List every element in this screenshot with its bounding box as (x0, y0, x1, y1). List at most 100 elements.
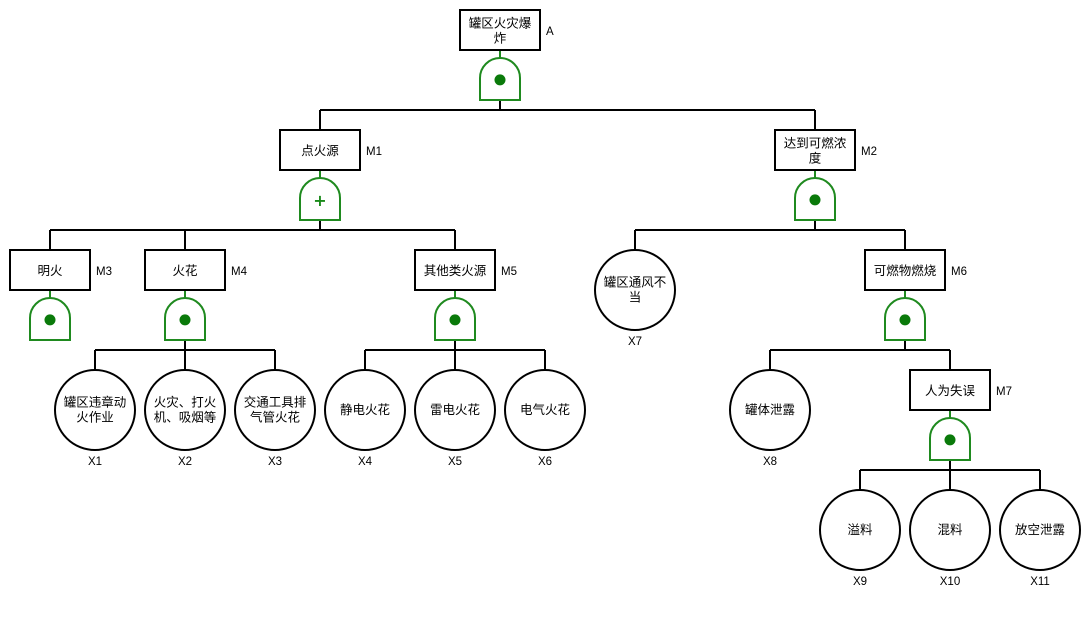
gate-dot (494, 74, 506, 86)
basic-event-x10[interactable]: 混料 X10 (909, 489, 991, 588)
and-gate-icon (164, 297, 206, 341)
event-label: 火灾、打火 (154, 395, 217, 410)
event-id-label: X10 (940, 576, 960, 588)
basic-event-x5[interactable]: 雷电火花 X5 (414, 369, 496, 468)
event-label: 火花 (172, 263, 197, 278)
event-id-label: X5 (448, 456, 462, 468)
event-label: 罐区火灾爆 (469, 16, 532, 31)
basic-event-circle (819, 489, 901, 571)
and-gate-icon (794, 177, 836, 221)
event-box (279, 129, 361, 171)
basic-event-x11[interactable]: 放空泄露 X11 (999, 489, 1081, 588)
event-box (144, 249, 226, 291)
basic-event-circle (324, 369, 406, 451)
basic-event-circle (144, 369, 226, 451)
event-label: 炸 (494, 31, 507, 46)
event-label: 其他类火源 (424, 263, 487, 278)
and-gate-icon (479, 57, 521, 101)
event-label: 罐区通风不 (604, 275, 667, 290)
event-label: 火作业 (76, 410, 114, 425)
event-box (459, 9, 541, 51)
basic-event-circle (999, 489, 1081, 571)
and-gate-icon (434, 297, 476, 341)
gate-dot (944, 434, 956, 446)
intermediate-event-m3[interactable]: 明火 M3 (9, 249, 112, 341)
basic-event-x6[interactable]: 电气火花 X6 (504, 369, 586, 468)
or-gate-icon: + (299, 177, 341, 221)
event-id-label: A (546, 26, 554, 38)
gate-dot (179, 314, 191, 326)
event-label: 雷电火花 (430, 402, 480, 417)
basic-event-circle (594, 249, 676, 331)
gate-dot (449, 314, 461, 326)
event-id-label: X3 (268, 456, 282, 468)
event-label: 明火 (37, 263, 63, 278)
event-id-label: M3 (96, 266, 112, 278)
gate-shape (299, 177, 341, 221)
event-label: 度 (809, 151, 822, 166)
event-label: 罐区违章动 (64, 395, 127, 410)
event-label: 溢料 (847, 522, 873, 537)
event-label: 可燃物燃烧 (874, 263, 937, 278)
event-label: 静电火花 (340, 402, 390, 417)
and-gate-icon (29, 297, 71, 341)
basic-event-circle (234, 369, 316, 451)
event-box (909, 369, 991, 411)
event-id-label: M7 (996, 386, 1012, 398)
intermediate-event-m1[interactable]: 点火源 M1 + (279, 129, 382, 221)
connector-lines (49, 50, 1041, 490)
event-label: 电气火花 (520, 402, 570, 417)
event-label: 机、吸烟等 (154, 410, 217, 425)
intermediate-event-m5[interactable]: 其他类火源 M5 (414, 249, 517, 341)
event-label: 当 (629, 290, 642, 305)
event-id-label: M6 (951, 266, 967, 278)
event-box (774, 129, 856, 171)
event-id-label: M4 (231, 266, 248, 278)
basic-event-x4[interactable]: 静电火花 X4 (324, 369, 406, 468)
event-label: 点火源 (301, 143, 339, 158)
event-label: 放空泄露 (1015, 522, 1066, 537)
event-label: 人为失误 (925, 383, 976, 398)
event-id-label: M5 (501, 266, 517, 278)
intermediate-event-m4[interactable]: 火花 M4 (144, 249, 248, 341)
event-id-label: X4 (358, 456, 373, 468)
event-box (864, 249, 946, 291)
event-id-label: M2 (861, 146, 877, 158)
gate-plus-symbol: + (313, 191, 326, 210)
basic-event-circle (729, 369, 811, 451)
event-label: 混料 (937, 522, 963, 537)
gate-dot (899, 314, 911, 326)
basic-event-circle (504, 369, 586, 451)
event-label: 气管火花 (250, 410, 300, 425)
event-box (9, 249, 91, 291)
basic-event-x9[interactable]: 溢料 X9 (819, 489, 901, 588)
event-label: 达到可燃浓 (784, 136, 847, 151)
intermediate-event-m7[interactable]: 人为失误 M7 (909, 369, 1012, 461)
event-id-label: X11 (1030, 576, 1050, 588)
event-label: 罐体泄露 (745, 402, 796, 417)
event-id-label: M1 (366, 146, 382, 158)
event-id-label: X6 (538, 456, 552, 468)
gate-dot (44, 314, 56, 326)
and-gate-icon (884, 297, 926, 341)
event-id-label: X7 (628, 336, 642, 348)
event-box (414, 249, 496, 291)
event-id-label: X8 (763, 456, 777, 468)
event-id-label: X9 (853, 576, 867, 588)
basic-event-circle (909, 489, 991, 571)
event-id-label: X1 (88, 456, 102, 468)
event-label: 交通工具排 (244, 395, 307, 410)
basic-event-x8[interactable]: 罐体泄露 X8 (729, 369, 811, 468)
basic-event-circle (54, 369, 136, 451)
and-gate-icon (929, 417, 971, 461)
intermediate-event-m6[interactable]: 可燃物燃烧 M6 (864, 249, 967, 341)
basic-event-circle (414, 369, 496, 451)
